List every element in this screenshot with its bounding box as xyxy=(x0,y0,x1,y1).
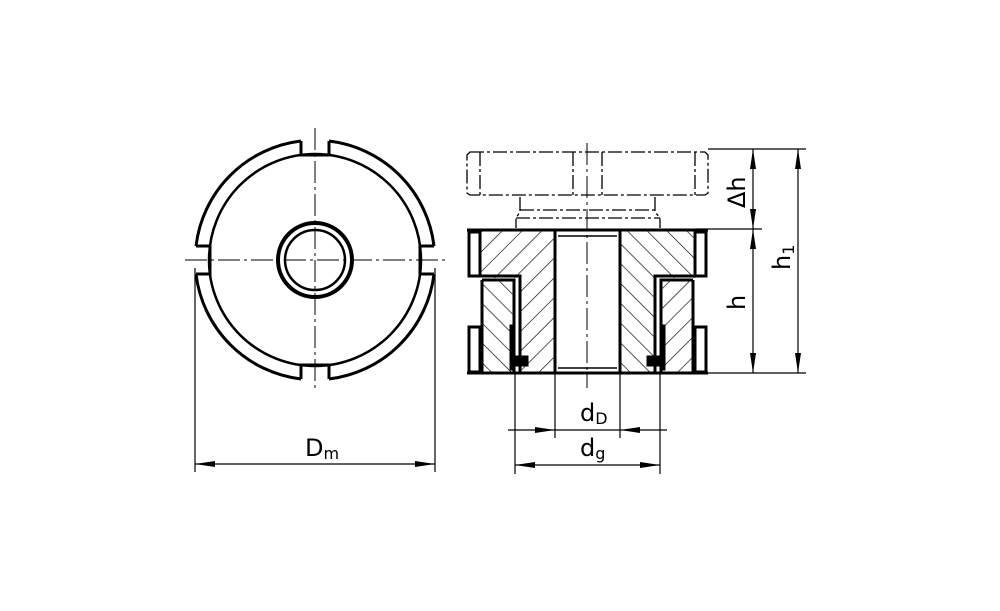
phantom-knob xyxy=(466,151,709,228)
label-Dm: Dm xyxy=(305,434,339,463)
section-outline xyxy=(467,228,708,375)
dimension-lines xyxy=(508,148,806,474)
front-view xyxy=(185,128,445,472)
hatched-sections xyxy=(480,231,695,372)
label-h1: h1 xyxy=(768,245,798,270)
centerlines xyxy=(185,128,445,392)
section-view xyxy=(466,143,806,474)
label-dD: dD xyxy=(580,399,608,428)
label-dg: dg xyxy=(580,434,605,463)
seals xyxy=(509,324,666,371)
label-h: h xyxy=(723,295,751,310)
dim-Dm xyxy=(194,268,436,472)
label-delta-h: Δh xyxy=(723,176,751,208)
